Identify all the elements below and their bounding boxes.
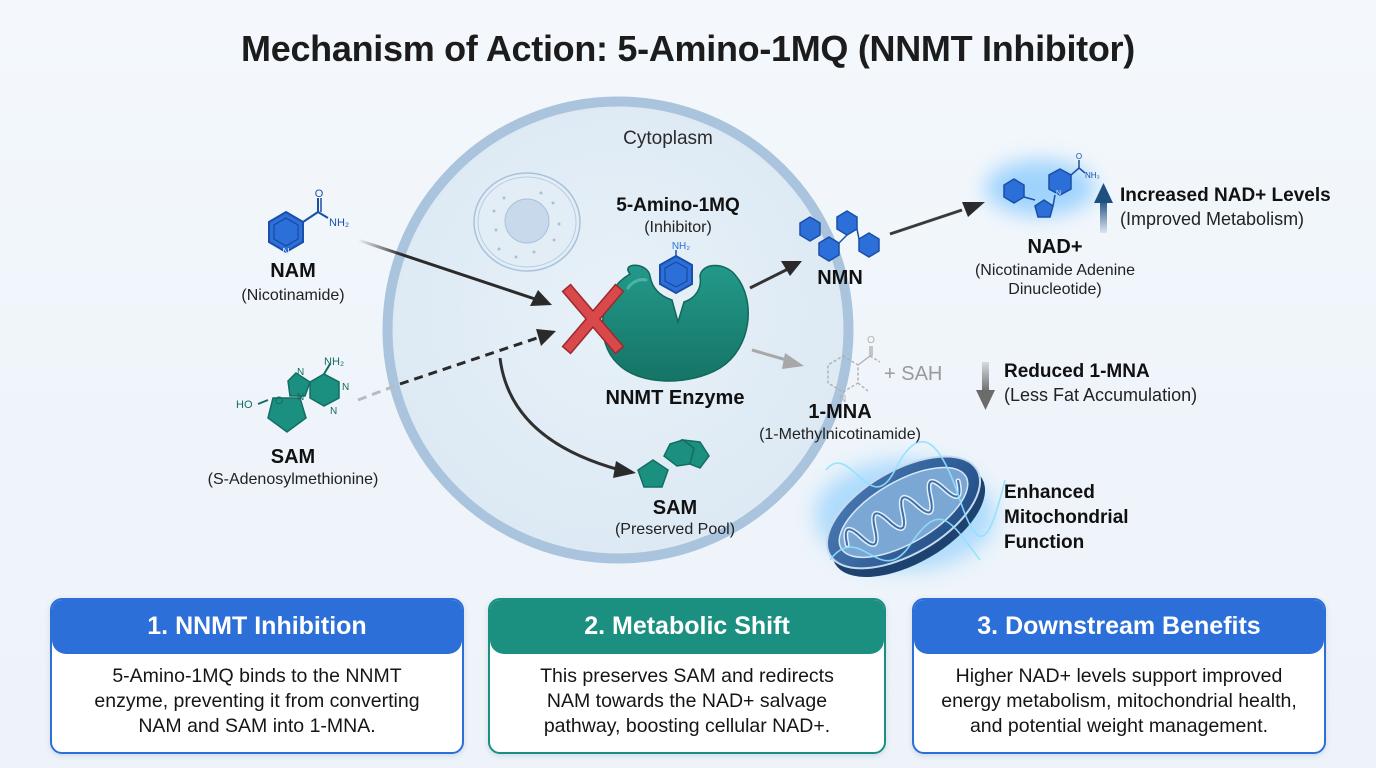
card-body: This preserves SAM and redirects NAM tow…: [490, 654, 884, 739]
svg-text:N: N: [297, 392, 304, 403]
arrow-nam-to-enzyme: [357, 238, 552, 306]
card-nnmt-inhibition: 1. NNMT Inhibition 5-Amino-1MQ binds to …: [50, 598, 464, 754]
card-line: 5-Amino-1MQ binds to the NNMT: [112, 665, 402, 687]
nmn-molecule-icon: [799, 210, 880, 262]
mna-label: 1-MNA: [808, 401, 872, 423]
effect-mito-line-1: Enhanced: [1004, 482, 1095, 503]
mna-molecule-icon: O N: [827, 335, 881, 405]
card-title: 2. Metabolic Shift: [490, 600, 884, 654]
effect-increased-nad-title: Increased NAD+ Levels: [1120, 185, 1331, 206]
nad-molecule-icon: O NH₃ N: [985, 152, 1100, 218]
svg-text:N: N: [297, 367, 304, 378]
inhibitor-label: 5-Amino-1MQ: [616, 195, 740, 216]
arrow-to-mna-faded: [751, 348, 804, 369]
arrow-to-nmn: [749, 261, 802, 290]
sam-pool-label: SAM: [652, 497, 698, 519]
nam-fullname: (Nicotinamide): [241, 287, 345, 304]
organelle-icon: [473, 172, 581, 272]
svg-text:N: N: [1056, 190, 1061, 197]
enzyme-label: NNMT Enzyme: [605, 387, 745, 409]
inhibition-x-icon: [561, 283, 625, 355]
card-body: Higher NAD+ levels support improved ener…: [914, 654, 1324, 739]
mechanism-diagram: O NH₂ N O HO NH₂ N N N N NH₂: [236, 96, 1113, 578]
effect-increased-nad-subtitle: (Improved Metabolism): [1120, 209, 1305, 229]
arrow-nmn-to-nad: [889, 202, 985, 236]
inhibitor-subtitle: (Inhibitor): [644, 219, 712, 236]
mitochondrion-icon: [815, 440, 1006, 578]
svg-text:NH₂: NH₂: [329, 217, 349, 229]
svg-text:N: N: [330, 406, 337, 417]
card-line: NAM towards the NAD+ salvage: [546, 690, 828, 712]
svg-text:O: O: [315, 188, 324, 200]
card-line: energy metabolism, mitochondrial health,: [941, 690, 1297, 712]
svg-text:NH₂: NH₂: [324, 356, 344, 368]
card-line: and potential weight management.: [969, 715, 1269, 737]
cytoplasm-label: Cytoplasm: [623, 128, 713, 149]
card-title: 3. Downstream Benefits: [914, 600, 1324, 654]
card-metabolic-shift: 2. Metabolic Shift This preserves SAM an…: [488, 598, 886, 754]
effect-reduced-mna-subtitle: (Less Fat Accumulation): [1004, 385, 1198, 405]
mna-fullname: (1-Methylnicotinamide): [759, 426, 921, 443]
arrow-sam-to-enzyme: [357, 329, 556, 402]
card-line: Higher NAD+ levels support improved: [955, 665, 1283, 687]
increase-arrow-icon: [1094, 183, 1113, 233]
inhibitor-molecule-icon: NH₂: [659, 241, 693, 295]
svg-text:NH₂: NH₂: [672, 241, 690, 252]
svg-text:HO: HO: [236, 399, 253, 411]
card-line: pathway, boosting cellular NAD+.: [543, 715, 831, 737]
nad-fullname-line2: Dinucleotide): [1008, 281, 1102, 298]
arrow-to-sam-pool: [498, 357, 636, 478]
card-title: 1. NNMT Inhibition: [52, 600, 462, 654]
sam-pool-molecule-icon: [637, 438, 710, 488]
card-line: This preserves SAM and redirects: [540, 665, 834, 687]
nad-label: NAD+: [1027, 236, 1083, 258]
nmn-label: NMN: [817, 267, 863, 289]
svg-text:N: N: [839, 394, 846, 405]
nnmt-enzyme-icon: [601, 264, 749, 382]
sam-fullname: (S-Adenosylmethionine): [207, 471, 379, 488]
effect-mito-line-3: Function: [1004, 532, 1085, 553]
effect-mito-line-2: Mitochondrial: [1004, 507, 1129, 528]
svg-text:NH₃: NH₃: [1085, 171, 1100, 180]
card-line: enzyme, preventing it from converting: [94, 690, 420, 712]
sah-byproduct-label: + SAH: [884, 363, 942, 385]
effect-reduced-mna-title: Reduced 1-MNA: [1004, 361, 1150, 382]
nam-label: NAM: [270, 260, 316, 282]
svg-text:N: N: [282, 247, 289, 258]
page-title: Mechanism of Action: 5-Amino-1MQ (NNMT I…: [241, 28, 1135, 69]
nam-molecule-icon: O NH₂ N: [268, 188, 349, 258]
card-body: 5-Amino-1MQ binds to the NNMT enzyme, pr…: [52, 654, 462, 739]
sam-pool-subtitle: (Preserved Pool): [614, 521, 736, 538]
svg-text:O: O: [1076, 152, 1082, 161]
card-downstream-benefits: 3. Downstream Benefits Higher NAD+ level…: [912, 598, 1326, 754]
effect-mitochondrial-title: Enhanced Mitochondrial Function: [1004, 480, 1129, 555]
svg-text:O: O: [867, 335, 875, 346]
sam-label: SAM: [270, 446, 316, 468]
nad-fullname-line1: (Nicotinamide Adenine: [974, 262, 1136, 279]
decrease-arrow-icon: [976, 362, 995, 410]
sam-molecule-icon: O HO NH₂ N N N N: [236, 356, 349, 433]
svg-text:O: O: [275, 395, 284, 407]
svg-text:N: N: [342, 382, 349, 393]
card-line: NAM and SAM into 1-MNA.: [138, 715, 376, 737]
